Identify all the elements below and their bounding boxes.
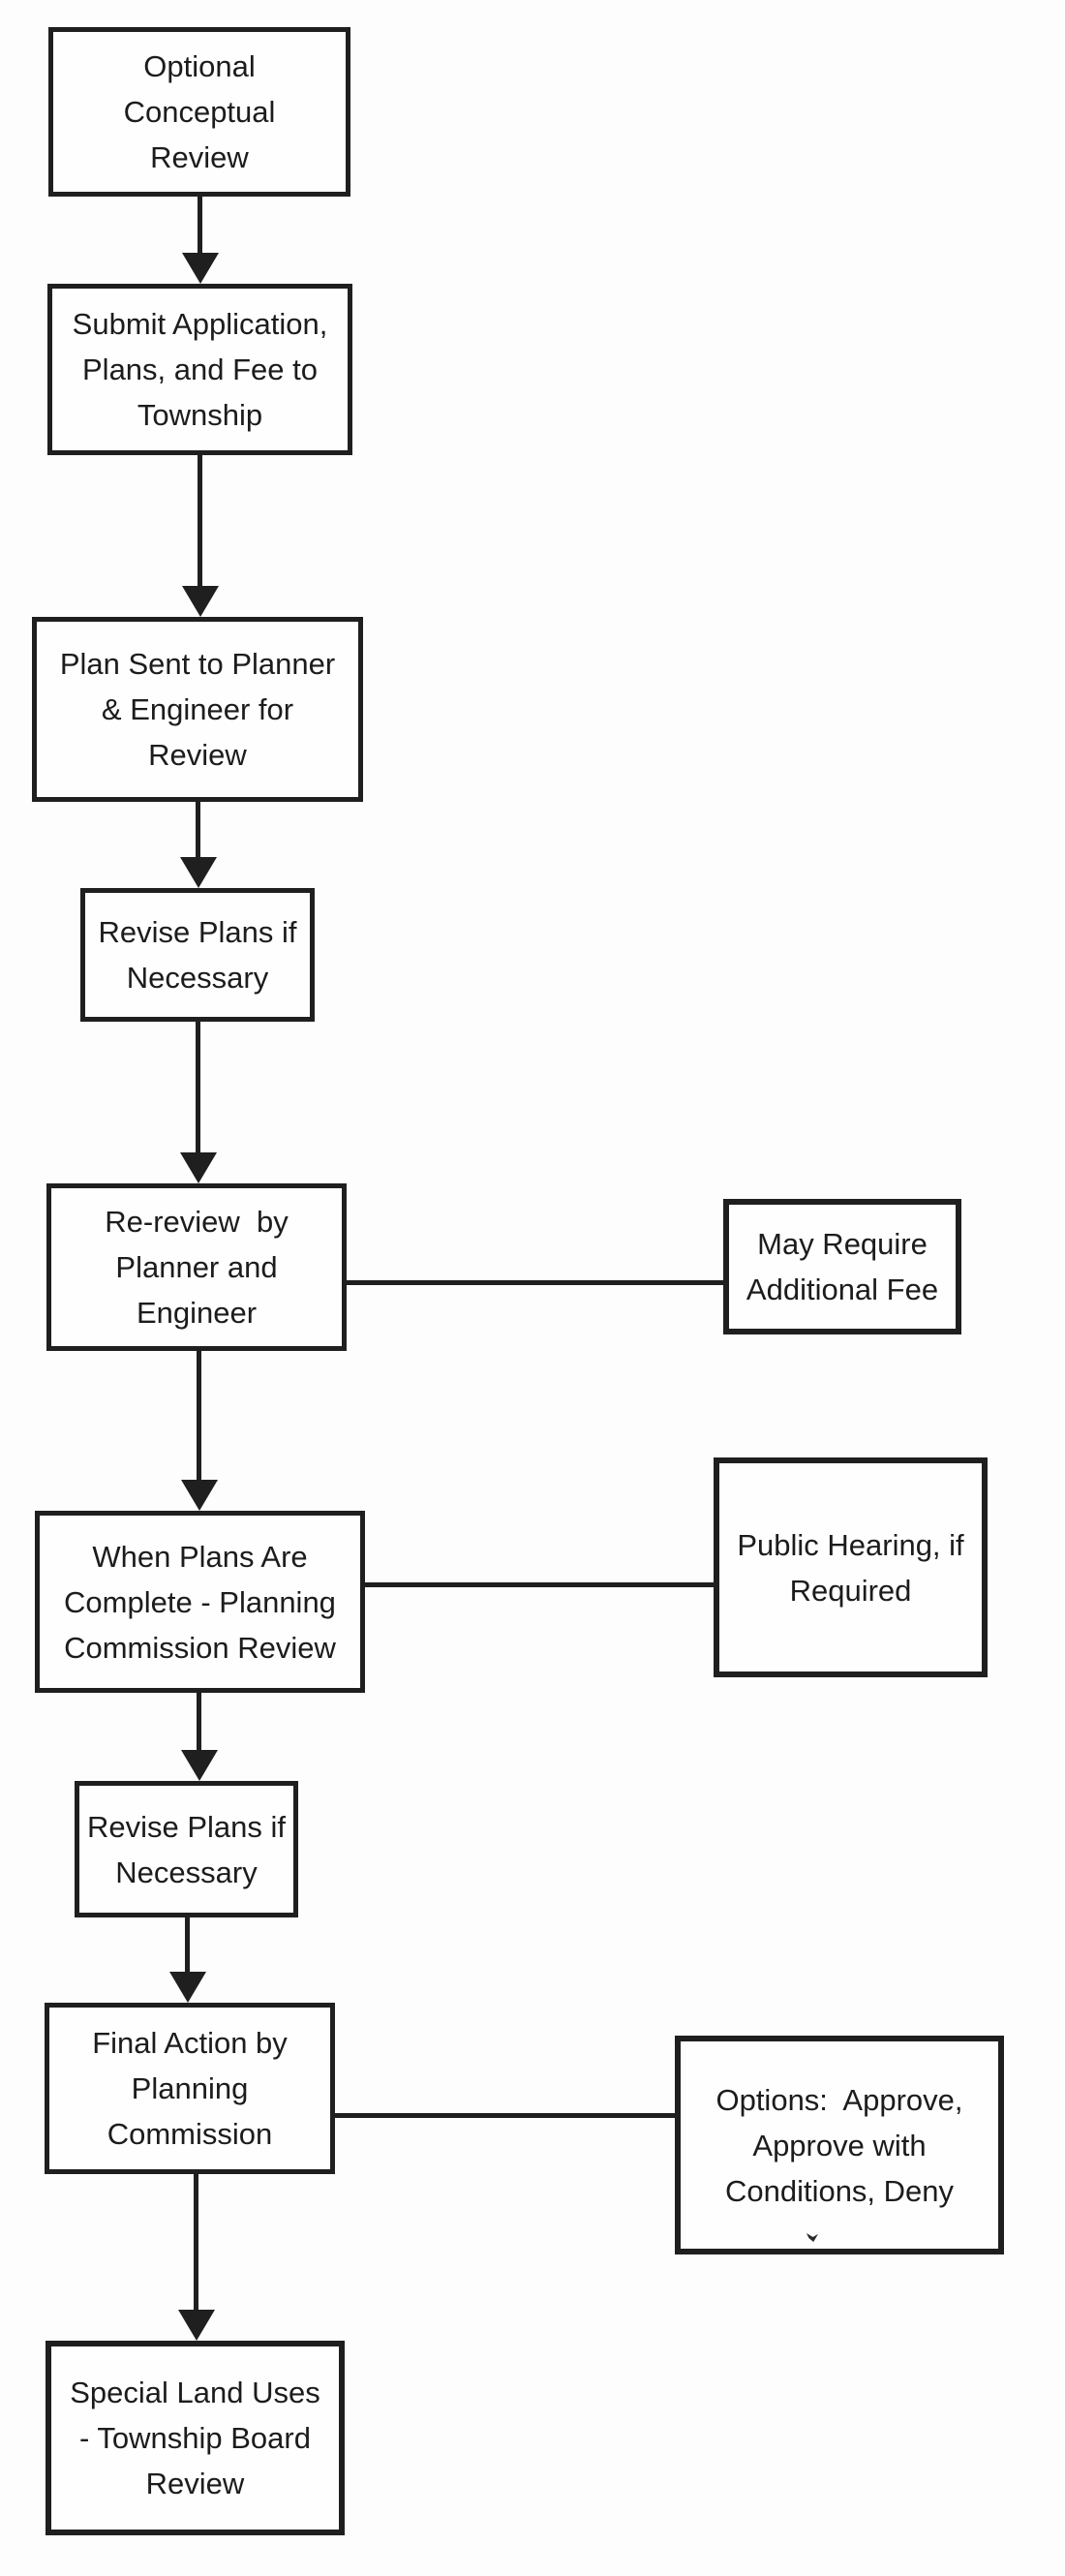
arrow-head-icon <box>180 857 217 888</box>
flow-box-text: Special Land Uses <box>70 2376 320 2409</box>
flow-box-revise-plans-2: Revise Plans if Necessary <box>75 1781 298 1917</box>
flow-box-text: Commission <box>106 2117 273 2151</box>
flow-box-text: Public Hearing, if <box>737 1527 964 1562</box>
arrow-head-icon <box>181 1480 218 1511</box>
flow-box-text: Revise Plans if <box>98 915 297 949</box>
connector-public-hearing <box>365 1582 714 1587</box>
flow-box-text: - Township Board <box>79 2421 311 2455</box>
flow-box-text: & Engineer for <box>101 692 294 726</box>
flow-box-text: Submit Application, <box>72 307 328 341</box>
flow-box-text: When Plans Are <box>92 1539 308 1574</box>
flow-box-text: Review <box>150 140 249 174</box>
scan-speck <box>806 2233 818 2242</box>
flow-box-submit-application: Submit Application, Plans, and Fee to To… <box>47 284 352 455</box>
flow-box-text: Additional Fee <box>746 1273 939 1306</box>
flow-box-text: Re-review by <box>105 1205 289 1239</box>
flow-box-text: Plan Sent to Planner <box>59 647 336 681</box>
arrow-head-icon <box>181 1750 218 1781</box>
arrow-line <box>185 1917 190 1972</box>
flow-box-text: Necessary <box>126 961 269 995</box>
flow-box-text: Plans, and Fee to <box>82 353 318 386</box>
flow-box-conceptual-review: Optional Conceptual Review <box>48 27 350 197</box>
flow-box-text: Optional <box>143 49 256 83</box>
arrow-line <box>198 455 202 588</box>
arrow-head-icon <box>169 1972 206 2003</box>
flow-box-text: Necessary <box>115 1855 258 1889</box>
flow-box-additional-fee: May Require Additional Fee <box>723 1199 961 1334</box>
arrow-line <box>196 802 200 859</box>
flow-box-revise-plans-1: Revise Plans if Necessary <box>80 888 315 1022</box>
arrow-line <box>197 1693 201 1750</box>
flow-box-final-action: Final Action by Planning Commission <box>45 2003 335 2174</box>
arrow-line <box>197 1351 201 1480</box>
flow-box-plan-sent: Plan Sent to Planner & Engineer for Revi… <box>32 617 363 802</box>
flow-box-text: Options: Approve, <box>715 2082 963 2117</box>
flow-box-text: Revise Plans if <box>86 1809 287 1844</box>
flow-box-special-land-uses: Special Land Uses - Township Board Revie… <box>46 2341 345 2535</box>
arrow-head-icon <box>182 253 219 284</box>
flow-box-text: Review <box>148 738 247 772</box>
flow-box-text: May Require <box>757 1227 928 1261</box>
arrow-head-icon <box>180 1152 217 1183</box>
flow-box-text: Required <box>789 1573 912 1608</box>
flow-box-options: Options: Approve, Approve with Condition… <box>675 2036 1004 2254</box>
arrow-line <box>198 197 202 255</box>
flow-box-text: Planning <box>131 2071 249 2105</box>
flow-box-text: Conditions, Deny <box>724 2173 955 2208</box>
flow-box-text: Planner and <box>115 1250 278 1284</box>
flow-box-text: Commission Review <box>64 1630 336 1665</box>
flow-box-public-hearing: Public Hearing, if Required <box>714 1457 988 1677</box>
arrow-head-icon <box>178 2310 215 2341</box>
arrow-head-icon <box>182 586 219 617</box>
flow-box-re-review: Re-review by Planner and Engineer <box>46 1183 347 1351</box>
flow-box-text: Conceptual <box>123 95 276 129</box>
flow-box-text: Engineer <box>136 1296 258 1330</box>
arrow-line <box>194 2174 198 2310</box>
flow-box-plans-complete: When Plans Are Complete - Planning Commi… <box>35 1511 365 1693</box>
flow-box-text: Complete - Planning <box>64 1584 336 1619</box>
flow-box-text: Approve with <box>752 2128 927 2162</box>
flow-box-text: Review <box>145 2467 245 2500</box>
flow-box-text: Final Action by <box>92 2026 288 2060</box>
connector-additional-fee <box>347 1280 723 1285</box>
flow-box-text: Township <box>137 398 263 432</box>
arrow-line <box>196 1022 200 1154</box>
connector-options <box>335 2113 675 2118</box>
